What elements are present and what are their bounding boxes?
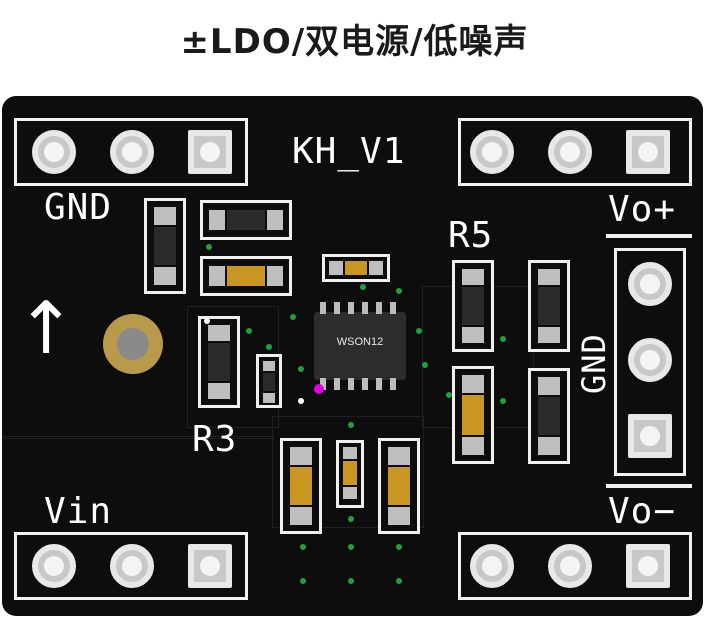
via [204, 318, 210, 324]
header-vo-plus [458, 118, 692, 186]
silk-bar [606, 234, 692, 238]
via [348, 578, 354, 584]
header-pin[interactable] [32, 544, 76, 588]
resistor [144, 198, 186, 294]
resistor-small [256, 354, 282, 408]
via [298, 398, 304, 404]
via [416, 328, 422, 334]
mounting-hole [103, 314, 163, 374]
via [266, 344, 272, 350]
via [300, 578, 306, 584]
header-pin-square[interactable] [188, 544, 232, 588]
silk-vo-minus: Vo− [608, 491, 677, 532]
via [396, 578, 402, 584]
via [446, 392, 452, 398]
resistor-r5 [452, 260, 494, 352]
header-bottom-right [458, 532, 692, 600]
arrow-up-icon: ↑ [16, 286, 78, 370]
header-pin[interactable] [548, 130, 592, 174]
capacitor [200, 256, 292, 296]
silk-gnd-right: GND [575, 333, 613, 394]
via [396, 288, 402, 294]
header-pin[interactable] [110, 544, 154, 588]
resistor [528, 368, 570, 464]
via [500, 398, 506, 404]
via [290, 314, 296, 320]
via [246, 328, 252, 334]
silk-gnd-top: GND [44, 187, 113, 228]
capacitor [452, 366, 494, 464]
resistor [528, 260, 570, 352]
via [360, 284, 366, 290]
silk-r3: R3 [192, 419, 238, 460]
via [396, 544, 402, 550]
capacitor-small [322, 254, 390, 282]
header-pin-square[interactable] [626, 130, 670, 174]
via [300, 544, 306, 550]
header-pin[interactable] [110, 130, 154, 174]
page-title: ±LDO/双电源/低噪声 [180, 22, 529, 62]
via [422, 362, 428, 368]
header-pin[interactable] [628, 262, 672, 306]
via [348, 544, 354, 550]
resistor [200, 200, 292, 240]
header-pin-square[interactable] [188, 130, 232, 174]
header-pin[interactable] [470, 544, 514, 588]
capacitor [378, 438, 420, 534]
header-vin [14, 532, 248, 600]
via [314, 384, 324, 394]
silk-vin: Vin [44, 491, 113, 532]
silk-bar [606, 484, 692, 488]
header-pin[interactable] [470, 130, 514, 174]
header-vertical [614, 248, 686, 476]
resistor-r3 [198, 316, 240, 408]
chip-label: WSON12 [336, 336, 384, 348]
silk-version: KH_V1 [292, 131, 406, 172]
trace [272, 416, 424, 528]
via [348, 516, 354, 522]
ic-chip: WSON12 [314, 312, 406, 380]
trace [2, 436, 274, 439]
pcb-board: GND KH_V1 Vo+ GND Vo− Vin ↑ [2, 96, 703, 616]
header-pin-square[interactable] [626, 544, 670, 588]
header-pin-square[interactable] [628, 414, 672, 458]
via [500, 336, 506, 342]
header-pin[interactable] [32, 130, 76, 174]
header-pin[interactable] [628, 338, 672, 382]
via [348, 422, 354, 428]
silk-r5: R5 [448, 215, 494, 256]
via [206, 244, 212, 250]
capacitor-small [336, 440, 364, 508]
silk-vo-plus: Vo+ [608, 189, 677, 230]
capacitor [280, 438, 322, 534]
via [298, 366, 304, 372]
header-gnd [14, 118, 248, 186]
header-pin[interactable] [548, 544, 592, 588]
